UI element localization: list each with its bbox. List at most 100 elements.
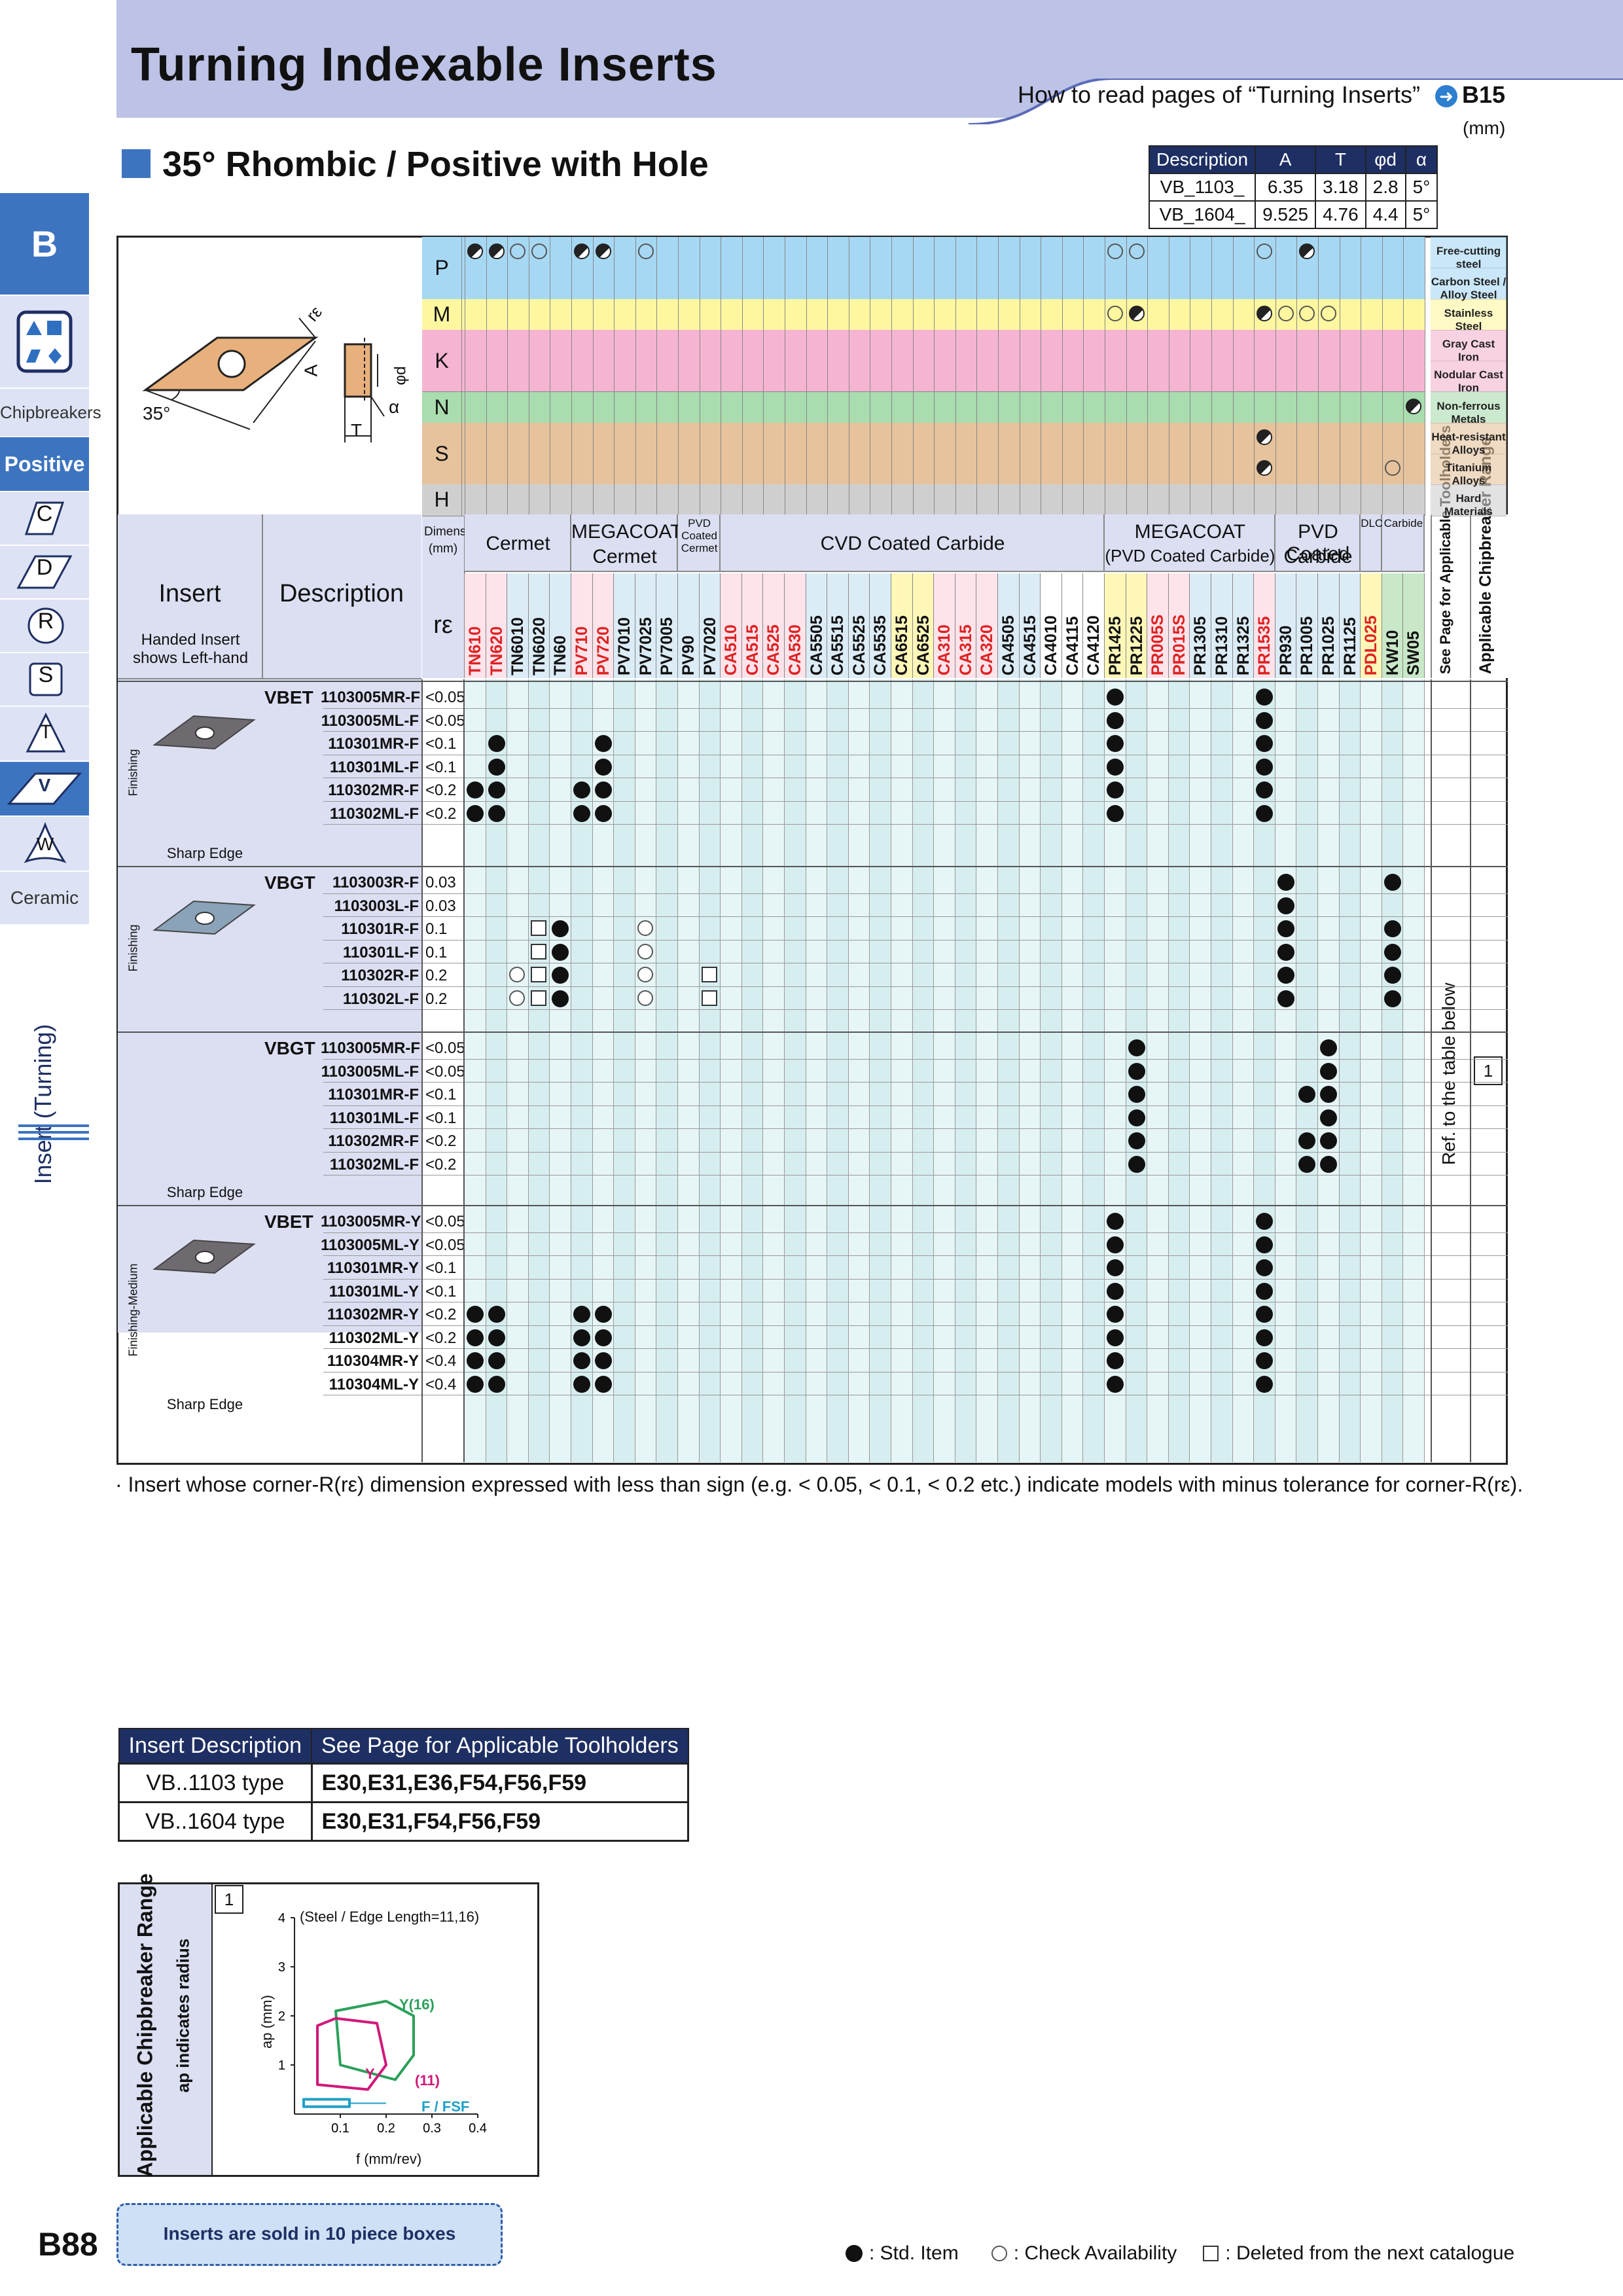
grade-group-name: DLC	[1361, 517, 1383, 529]
grade-header-cell	[912, 573, 935, 678]
material-grid-line	[998, 237, 999, 516]
std-item-dot	[488, 758, 505, 776]
model-number[interactable]: 110302MR-F	[328, 781, 419, 799]
grade-tn610: TN610	[466, 626, 484, 675]
corner-radius: 0.1	[425, 920, 448, 938]
sidebar-item-r[interactable]: R	[0, 600, 89, 653]
model-number[interactable]: 1103005ML-F	[321, 711, 419, 730]
section-tab-b[interactable]: B	[0, 193, 89, 295]
grade-header-cell	[741, 573, 764, 678]
corner-radius: <0.4	[425, 1352, 457, 1370]
model-number[interactable]: 110301R-F	[341, 920, 419, 938]
sidebar-item-t[interactable]: T	[0, 707, 89, 762]
grade-ca4515: CA4515	[1020, 615, 1039, 675]
material-row	[422, 361, 1425, 393]
sidebar-item-ceramic[interactable]: Ceramic	[0, 872, 89, 925]
model-number[interactable]: 110301ML-Y	[329, 1282, 419, 1300]
grade-column	[848, 679, 870, 1462]
std-item-dot	[1128, 1155, 1145, 1173]
model-number[interactable]: 110302MR-Y	[327, 1306, 419, 1323]
model-number[interactable]: 110302ML-Y	[329, 1329, 419, 1347]
model-number[interactable]: 110302R-F	[341, 967, 419, 984]
model-number[interactable]: 110301ML-F	[329, 1109, 419, 1127]
chart-series	[302, 2000, 415, 2108]
suitability-mark	[1257, 305, 1273, 321]
model-number[interactable]: 1103005ML-Y	[321, 1236, 419, 1254]
sidebar-item-positive[interactable]: Positive	[0, 437, 89, 491]
model-number[interactable]: 1103005MR-F	[321, 689, 421, 706]
material-grid-line	[763, 237, 764, 516]
model-number[interactable]: 1103005MR-F	[321, 1039, 421, 1057]
model-number[interactable]: 110302ML-F	[329, 804, 419, 823]
model-number[interactable]: 1103005MR-Y	[321, 1213, 421, 1230]
material-row	[422, 268, 1425, 300]
std-item-dot	[1256, 1213, 1274, 1230]
sidebar-shapes[interactable]	[0, 296, 89, 389]
model-number[interactable]: 110302L-F	[342, 990, 419, 1008]
material-name: Hard Materials	[1444, 492, 1493, 518]
corner-radius: <0.05	[425, 711, 465, 730]
std-item-dot	[1383, 943, 1401, 961]
model-number[interactable]: 110301MR-Y	[327, 1259, 419, 1277]
grade-column	[1041, 679, 1062, 1462]
suitability-mark	[1257, 243, 1273, 259]
std-item-dot	[1320, 1132, 1337, 1149]
std-item-dot	[488, 735, 505, 752]
grade-column	[1232, 679, 1255, 1462]
sidebar-item-v[interactable]: V	[0, 762, 89, 816]
footnote: · Insert whose corner-R(rε) dimension ex…	[115, 1473, 1524, 1496]
grade-column	[507, 679, 529, 1462]
std-item-dot	[1107, 781, 1124, 798]
hole-dia-label: φd	[391, 366, 410, 386]
legend-chk: : Check Availability	[1013, 2242, 1177, 2264]
std-item-dot	[1383, 967, 1401, 984]
sidebar-item-d[interactable]: D	[0, 546, 89, 600]
insert-header: Insert	[158, 580, 221, 607]
row-line	[323, 800, 1508, 802]
model-number[interactable]: 1103005ML-F	[321, 1062, 419, 1081]
material-grid-line	[507, 237, 508, 516]
grade-header-cell	[1275, 573, 1297, 678]
row-line	[323, 1009, 1508, 1010]
model-number[interactable]: 1103003L-F	[334, 897, 419, 915]
std-item-dot	[1277, 967, 1294, 984]
corner-radius: 0.03	[425, 874, 456, 891]
toolholder-pages[interactable]: E30,E31,F54,F56,F59	[310, 1801, 690, 1842]
grade-column	[1019, 679, 1041, 1462]
grade-header-cell	[1083, 573, 1105, 678]
model-number[interactable]: 110301MR-F	[328, 735, 419, 753]
grade-header-cell	[891, 573, 913, 678]
corner-radius: <0.05	[425, 1062, 465, 1081]
model-number[interactable]: 110302ML-F	[329, 1155, 419, 1174]
model-number[interactable]: 1103003R-F	[332, 874, 419, 891]
toolholder-pages[interactable]: E30,E31,E36,F54,F56,F59	[310, 1763, 690, 1803]
std-item-dot	[467, 804, 484, 822]
model-number[interactable]: 110301L-F	[342, 943, 419, 961]
page-number: B88	[38, 2226, 98, 2263]
grade-header-cell	[550, 573, 571, 678]
sidebar-item-s[interactable]: S	[0, 653, 89, 707]
sidebar-item-chipbreakers[interactable]: Chipbreakers	[0, 389, 101, 437]
std-item-dot	[1107, 1375, 1124, 1393]
grade-header-cell	[1254, 573, 1275, 678]
model-number[interactable]: 110302MR-F	[328, 1132, 419, 1150]
how-to-read-page[interactable]: B15	[1462, 81, 1506, 108]
std-item-dot	[1256, 1259, 1274, 1276]
suitability-mark	[1257, 460, 1273, 476]
grade-pv7025: PV7025	[636, 617, 655, 675]
arrow-right-icon[interactable]: ➜	[1435, 85, 1457, 107]
model-number[interactable]: 110301MR-F	[328, 1086, 419, 1103]
model-number[interactable]: 110301ML-F	[329, 758, 419, 776]
row-line	[323, 1232, 1508, 1233]
model-number[interactable]: 110304MR-Y	[327, 1352, 419, 1370]
sidebar-item-c[interactable]: C	[0, 492, 89, 546]
grade-column	[1382, 679, 1404, 1462]
model-number[interactable]: 110304ML-Y	[329, 1375, 419, 1393]
rhombus-80-icon	[24, 501, 65, 535]
corner-radius: <0.4	[425, 1375, 457, 1393]
grade-pr1005: PR1005	[1298, 616, 1317, 675]
sidebar-item-w[interactable]: W	[0, 817, 89, 872]
check-availability-circle	[637, 943, 653, 960]
sidebar-item-label: T	[39, 721, 52, 743]
how-to-read-link[interactable]: How to read pages of “Turning Inserts”	[1018, 81, 1420, 108]
